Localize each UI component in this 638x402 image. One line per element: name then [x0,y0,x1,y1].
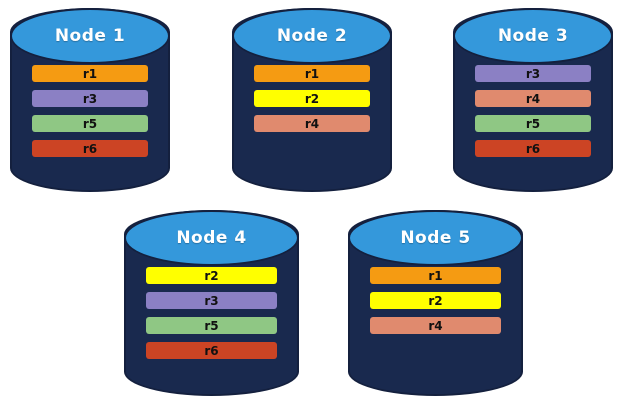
replica-bar[interactable]: r4 [475,90,591,107]
replica-bar[interactable]: r6 [475,140,591,157]
cylinder-top-icon: Node 2 [232,8,392,64]
replica-list: r1 r2 r4 [254,65,370,132]
replica-bar[interactable]: r5 [146,317,277,334]
replica-bar[interactable]: r1 [254,65,370,82]
database-node-5[interactable]: Node 5 r1 r2 r4 [348,210,523,396]
node-label: Node 3 [497,26,569,46]
replica-bar[interactable]: r3 [32,90,148,107]
replica-bar[interactable]: r5 [32,115,148,132]
replica-bar[interactable]: r2 [254,90,370,107]
database-node-1[interactable]: Node 1 r1 r3 r5 r6 [10,8,170,192]
node-label: Node 2 [276,26,348,46]
cylinder-top-icon: Node 1 [10,8,170,64]
replica-bar[interactable]: r5 [475,115,591,132]
replica-bar[interactable]: r1 [32,65,148,82]
replica-bar[interactable]: r2 [370,292,501,309]
database-node-3[interactable]: Node 3 r3 r4 r5 r6 [453,8,613,192]
replica-bar[interactable]: r3 [475,65,591,82]
database-node-2[interactable]: Node 2 r1 r2 r4 [232,8,392,192]
replica-bar[interactable]: r1 [370,267,501,284]
replica-list: r1 r2 r4 [370,267,501,334]
replica-bar[interactable]: r4 [254,115,370,132]
cylinder-top-icon: Node 4 [124,210,299,266]
replica-bar[interactable]: r6 [146,342,277,359]
replica-list: r1 r3 r5 r6 [32,65,148,157]
node-label: Node 4 [176,228,247,248]
replica-list: r3 r4 r5 r6 [475,65,591,157]
replica-bar[interactable]: r2 [146,267,277,284]
replica-bar[interactable]: r4 [370,317,501,334]
replica-bar[interactable]: r6 [32,140,148,157]
node-label: Node 1 [54,26,126,46]
database-node-4[interactable]: Node 4 r2 r3 r5 r6 [124,210,299,396]
cylinder-top-icon: Node 3 [453,8,613,64]
node-label: Node 5 [400,228,471,248]
cylinder-top-icon: Node 5 [348,210,523,266]
replica-bar[interactable]: r3 [146,292,277,309]
replica-list: r2 r3 r5 r6 [146,267,277,359]
